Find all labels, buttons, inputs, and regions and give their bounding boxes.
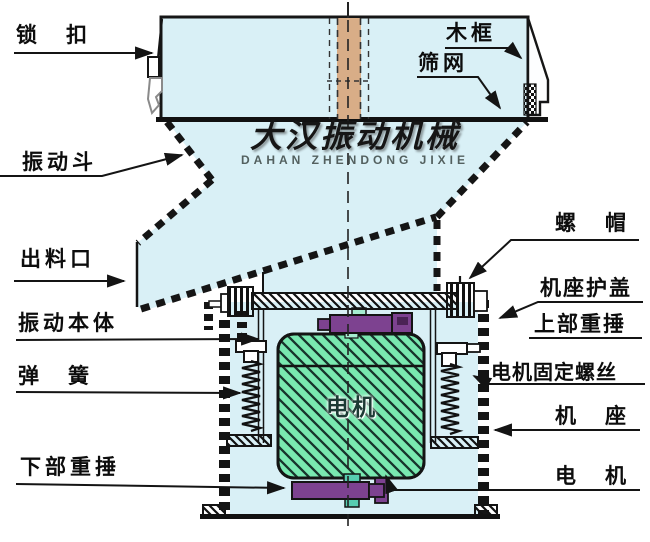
base-feet — [200, 504, 500, 519]
upper-weight-hammer — [317, 307, 413, 339]
wood-frame-shape — [523, 17, 550, 117]
leader-motor-screw — [472, 375, 645, 390]
label-nut: 螺 帽 — [555, 212, 630, 235]
left-clamp-nut — [227, 286, 254, 317]
label-spring: 弹 簧 — [18, 365, 93, 388]
leader-body — [15, 332, 260, 346]
lower-weight-hammer — [291, 473, 389, 508]
label-upper-weight-hammer: 上部重捶 — [534, 313, 626, 336]
label-machine-base: 机 座 — [555, 405, 630, 428]
leader-hopper — [0, 152, 184, 177]
brand-title: 大汉振动机械 — [249, 118, 460, 154]
label-base-cover: 机座护盖 — [540, 277, 632, 300]
leader-spring — [15, 386, 242, 400]
leader-wood-frame — [445, 41, 523, 60]
right-clamp-nut — [446, 276, 488, 318]
label-motor: 电 机 — [555, 465, 630, 488]
leader-nut — [468, 239, 639, 280]
lock-latch — [146, 18, 164, 116]
hopper-body — [135, 119, 530, 313]
label-vibrating-hopper: 振动斗 — [22, 151, 97, 174]
leader-motor — [385, 474, 640, 495]
leader-lines — [0, 41, 645, 495]
label-motor-fixing-screw: 电机固定螺丝 — [491, 362, 617, 384]
motor-name-text: 电机 — [326, 394, 378, 420]
label-sieve-mesh: 筛网 — [418, 52, 468, 75]
feed-column — [327, 18, 370, 119]
brand-subtitle: DAHAN ZHENDONG JIXIE — [240, 153, 469, 167]
leader-base-cover — [498, 301, 643, 319]
label-lock-buckle: 锁 扣 — [16, 24, 91, 47]
label-vibration-body: 振动本体 — [18, 312, 118, 335]
label-discharge-outlet: 出料口 — [20, 248, 95, 271]
leader-mesh — [417, 76, 502, 110]
label-lower-weight-hammer: 下部重捶 — [20, 456, 120, 479]
label-wood-frame: 木框 — [446, 22, 496, 45]
spring-right — [430, 342, 479, 449]
vibration-deck — [208, 276, 488, 318]
leader-lower-hammer — [15, 481, 286, 495]
